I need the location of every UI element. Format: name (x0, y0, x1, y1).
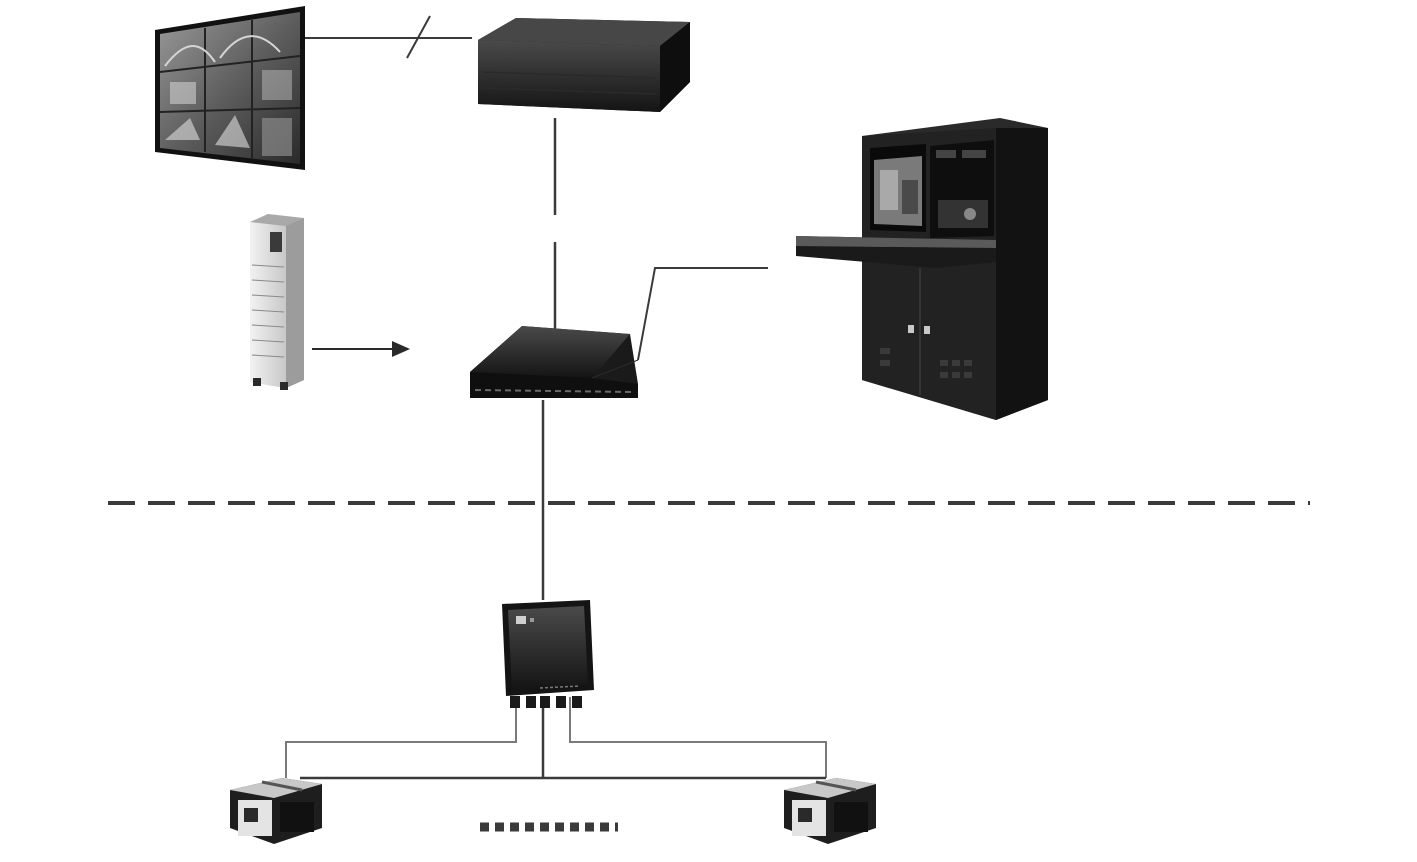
camera-node-icon (230, 778, 322, 844)
ups-tower-icon (250, 214, 304, 390)
link-encoder-to-left-camera-upper (285, 697, 517, 778)
camera-node-icon (784, 778, 876, 844)
link-encoder-to-right-camera-upper (569, 697, 827, 778)
link-break-mark (406, 15, 431, 59)
connection-lines (285, 15, 827, 780)
encoder-junction-box-icon (502, 600, 594, 708)
video-recorder-icon (478, 18, 690, 112)
control-console-cabinet-icon (796, 118, 1048, 420)
video-wall-monitor-icon (155, 6, 305, 170)
network-switch-icon (470, 326, 639, 398)
link-switch-to-console (637, 267, 768, 361)
